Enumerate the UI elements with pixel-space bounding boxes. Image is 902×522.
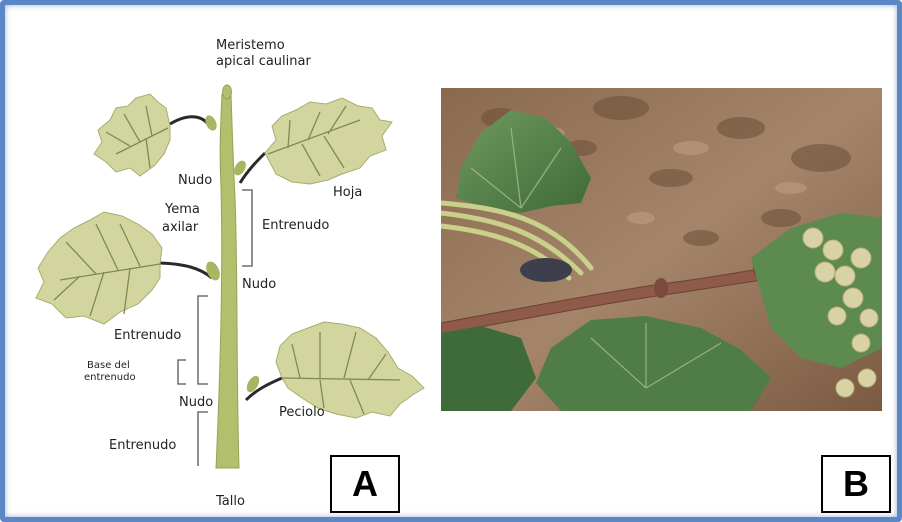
label-apical-caulinar: apical caulinar <box>216 54 311 69</box>
label-base-del: Base del <box>87 360 130 371</box>
label-nudo-top: Nudo <box>178 173 212 188</box>
panel-letter-b: B <box>821 455 891 513</box>
bracket-entrenudo-upper <box>242 190 252 266</box>
panel-letter-a: A <box>330 455 400 513</box>
yema-axilar-bud <box>203 259 222 282</box>
panel-b-photo <box>441 88 882 411</box>
label-yema: Yema <box>165 202 200 217</box>
label-entrenudo-middle: Entrenudo <box>114 328 181 343</box>
label-meristemo: Meristemo <box>216 38 285 53</box>
stem <box>216 94 239 468</box>
leaf-top-left <box>94 94 170 176</box>
label-entrenudo-base: entrenudo <box>84 372 136 383</box>
label-nudo-middle: Nudo <box>242 277 276 292</box>
apical-meristem <box>223 85 232 99</box>
bracket-base-entrenudo <box>178 360 186 384</box>
stem-diagram <box>20 28 440 518</box>
petiole-middle-left <box>160 263 212 278</box>
grape-cluster-dark <box>520 258 572 282</box>
leaf-top-right <box>265 98 392 184</box>
panel-a-diagram: Meristemo apical caulinar Nudo Hoja Yema… <box>20 28 440 518</box>
label-hoja: Hoja <box>333 185 362 200</box>
cane-node <box>654 278 668 298</box>
petiole-top-left <box>170 117 210 128</box>
label-entrenudo-lower: Entrenudo <box>109 438 176 453</box>
label-nudo-bottom: Nudo <box>179 395 213 410</box>
label-entrenudo-upper: Entrenudo <box>262 218 329 233</box>
label-tallo: Tallo <box>216 494 245 509</box>
grapevine-photo <box>441 88 882 411</box>
bracket-entrenudo-lower <box>198 412 208 466</box>
label-peciolo: Peciolo <box>279 405 325 420</box>
label-axilar: axilar <box>162 220 198 235</box>
bracket-entrenudo-middle <box>198 296 208 384</box>
